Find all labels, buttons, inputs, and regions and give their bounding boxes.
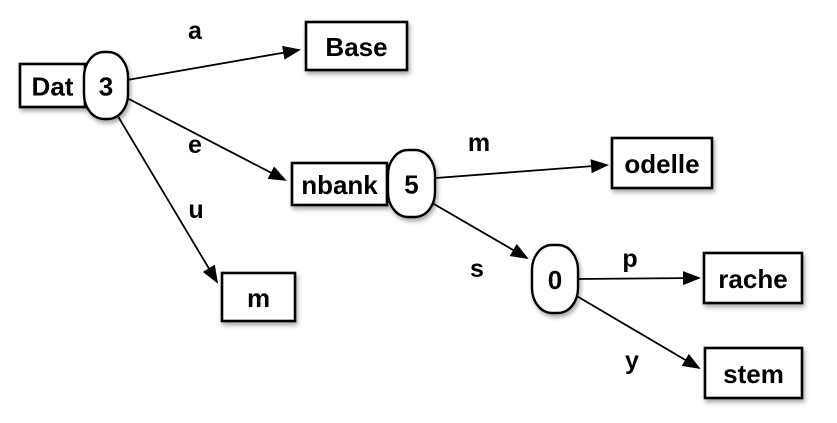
node-m-box (220, 271, 297, 323)
node-label-n0: 0 (548, 265, 562, 295)
node-nbank (290, 161, 389, 207)
node-label-n5: 5 (404, 170, 418, 200)
edge-arrow-n5-n0 (426, 199, 529, 260)
edge-label-y: y (625, 347, 639, 375)
edge-arrow-n3-m-box (115, 112, 219, 284)
edge-label-s: s (470, 255, 484, 283)
node-label-dat: Dat (32, 72, 74, 102)
edge-label-a: a (188, 17, 203, 45)
edge-label-u: u (188, 196, 203, 224)
node-n0 (530, 243, 580, 315)
node-dat (18, 62, 87, 109)
edge-label-m: m (468, 129, 490, 157)
edge-arrow-n0-rache (577, 271, 701, 286)
node-n3 (82, 50, 130, 121)
edge-arrow-n3-nbank (126, 97, 287, 181)
edge-arrow-n0-stem (574, 294, 701, 370)
node-label-base: Base (325, 32, 387, 62)
edge-arrow-n5-odelle (435, 159, 609, 179)
node-label-stem: stem (723, 359, 784, 389)
node-odelle (610, 136, 714, 190)
edge-label-e: e (188, 131, 202, 159)
edge-arrow-n3-base (126, 45, 301, 81)
node-label-m-box: m (247, 283, 270, 313)
node-label-n3: 3 (99, 72, 113, 102)
node-base (304, 20, 409, 72)
node-rache (702, 251, 804, 305)
node-label-rache: rache (718, 264, 787, 294)
node-n5 (386, 148, 437, 219)
edges-layer: a e u m s p y (115, 17, 701, 375)
node-label-odelle: odelle (624, 149, 699, 179)
node-stem (703, 346, 804, 400)
node-label-nbank: nbank (301, 170, 378, 200)
edge-label-p: p (622, 245, 637, 273)
nodes-layer: Dat 3 Base nbank 5 m odelle 0 rache stem (18, 20, 804, 400)
